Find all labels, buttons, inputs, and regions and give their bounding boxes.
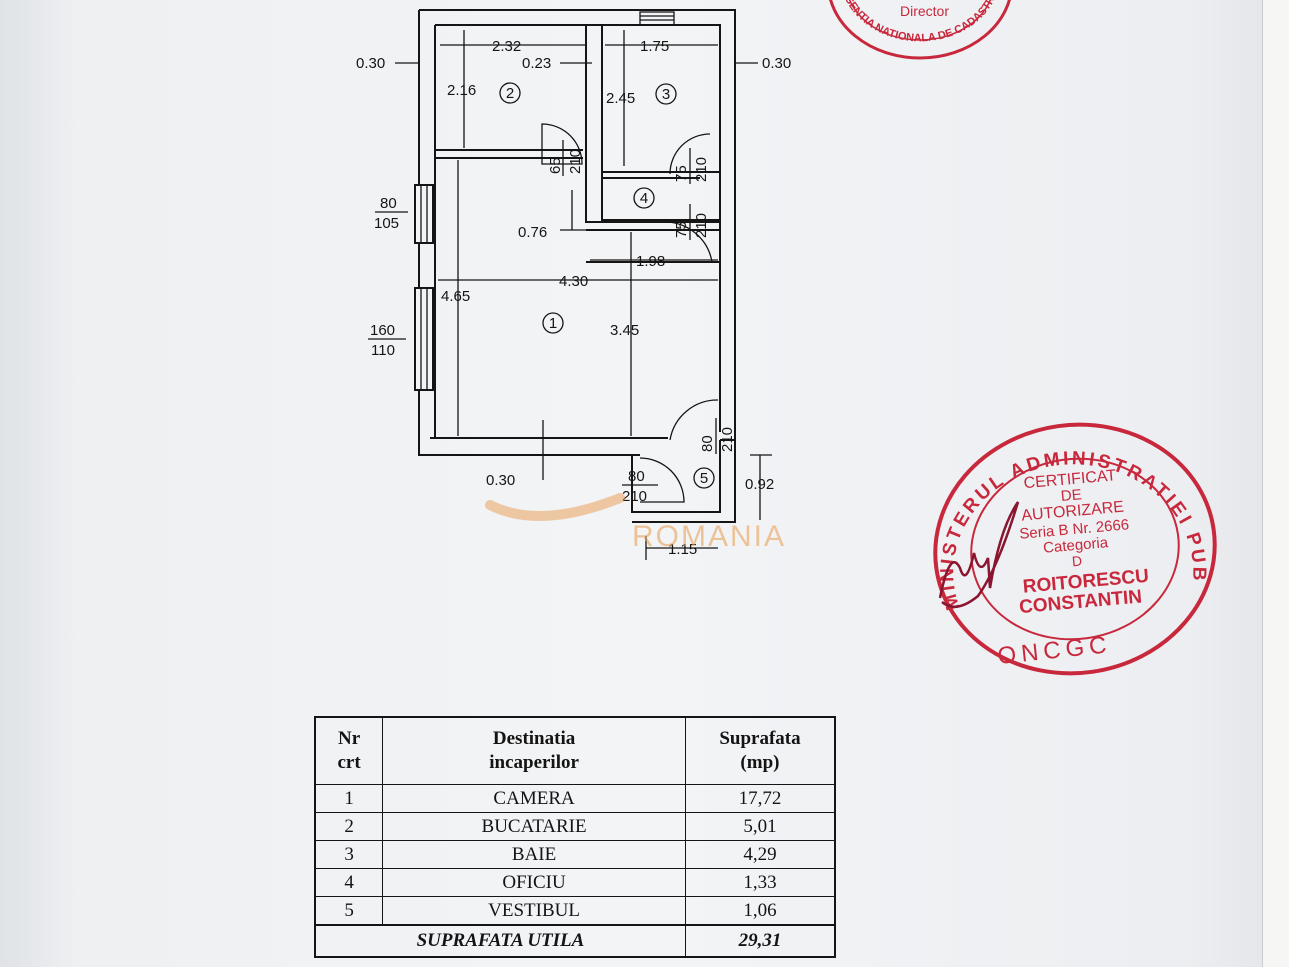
dim-bottom-wall: 0.30: [486, 472, 515, 489]
door-1-height: 210: [567, 149, 584, 174]
dim-room-inner-depth: 3.45: [610, 322, 639, 339]
room-marker-2: 2: [499, 82, 521, 104]
row-name: BAIE: [382, 840, 686, 869]
row-area: 17,72: [684, 784, 836, 813]
dim-vestibule-width: 1.15: [668, 541, 697, 558]
door-4-height: 210: [719, 427, 736, 452]
dim-vestibule-depth: 0.92: [745, 476, 774, 493]
stamp-line-categoria: Categoria: [1043, 534, 1110, 557]
room-marker-1: 1: [542, 312, 564, 334]
door-1-width: 65: [547, 157, 564, 174]
dim-inner-wall: 0.23: [522, 55, 551, 72]
svg-text:1: 1: [549, 315, 557, 332]
paper-edge: [1262, 0, 1289, 967]
dimension-lines: [395, 30, 772, 560]
kitchen-bottom-wall: [435, 149, 583, 159]
row-nr: 4: [314, 868, 384, 897]
dim-outer-right-wall: 0.30: [762, 55, 791, 72]
svg-text:2: 2: [506, 85, 514, 102]
watermark-logo: ROMANIA: [485, 493, 786, 553]
stamp-line-de: DE: [1060, 486, 1082, 505]
table-header-row: Nr crt Destinatia incaperilor Suprafata …: [314, 716, 836, 785]
dim-passage-offset: 0.76: [518, 224, 547, 241]
door-5-height: 210: [622, 488, 647, 505]
row-area: 4,29: [684, 840, 836, 869]
watermark-swoosh: [485, 493, 625, 521]
row-nr: 1: [314, 784, 384, 813]
signature: [938, 501, 1020, 609]
dim-room-width: 4.30: [559, 273, 588, 290]
door-room-exit: [669, 399, 719, 441]
room-marker-3: 3: [655, 83, 677, 105]
door-5-width: 80: [628, 468, 645, 485]
window-1-width: 80: [380, 195, 397, 212]
total-area: 29,31: [684, 924, 836, 958]
door-office: [663, 221, 713, 263]
svg-text:4: 4: [640, 190, 648, 207]
header-nr: Nr crt: [314, 716, 384, 785]
svg-text:5: 5: [700, 470, 708, 487]
stamp-top: AGENTIA NATIONALA DE CADASTRU SI PUBLICI…: [820, 0, 1011, 60]
row-nr: 5: [314, 896, 384, 926]
door-2-width: 75: [673, 165, 690, 182]
row-name: VESTIBUL: [382, 896, 686, 926]
window-bottom: [414, 287, 434, 391]
dim-bath-width: 1.75: [640, 38, 669, 55]
dim-room-depth: 4.65: [441, 288, 470, 305]
room-marker-5: 5: [693, 467, 715, 489]
dim-kitchen-width: 2.32: [492, 38, 521, 55]
bath-bottom-wall: [601, 168, 720, 179]
table-row: 3 BAIE 4,29: [314, 840, 836, 869]
kitchen-bath-wall: [585, 25, 720, 221]
door-2-height: 210: [693, 157, 710, 182]
row-nr: 2: [314, 812, 384, 841]
header-suprafata: Suprafata (mp): [684, 716, 836, 785]
door-4-width: 80: [699, 435, 716, 452]
stamp-top-title: Director: [900, 3, 949, 19]
dim-kitchen-depth: 2.16: [447, 82, 476, 99]
row-area: 1,33: [684, 868, 836, 897]
room-marker-4: 4: [633, 187, 655, 209]
window-1-height: 105: [374, 215, 399, 232]
door-kitchen: [541, 123, 583, 165]
vestibule-outer-wall: [632, 440, 736, 523]
table-row: 4 OFICIU 1,33: [314, 868, 836, 897]
table-row: 5 VESTIBUL 1,06: [314, 896, 836, 926]
authorization-stamp: MINISTERUL ADMINISTRATIEI PUBLICE ONCGC …: [930, 418, 1217, 676]
row-name: BUCATARIE: [382, 812, 686, 841]
row-area: 1,06: [684, 896, 836, 926]
window-2-height: 110: [371, 342, 395, 359]
row-area: 5,01: [684, 812, 836, 841]
window-top: [414, 184, 434, 244]
door-vestibule: [639, 457, 685, 503]
watermark-text: ROMANIA: [632, 520, 786, 553]
row-name: OFICIU: [382, 868, 686, 897]
door-3-width: 75: [673, 221, 690, 238]
vestibule-walls: [631, 440, 721, 513]
stamp-line-d: D: [1071, 553, 1082, 570]
table-total-row: SUPRAFATA UTILA 29,31: [314, 924, 836, 958]
area-table: Nr crt Destinatia incaperilor Suprafata …: [314, 716, 836, 958]
window-2-width: 160: [370, 322, 395, 339]
door-bath: [669, 133, 711, 175]
stamp-bottom-text: ONCGC: [996, 631, 1113, 670]
dim-office-width: 1.98: [636, 253, 665, 270]
table-row: 2 BUCATARIE 5,01: [314, 812, 836, 841]
dim-outer-left-wall: 0.30: [356, 55, 385, 72]
row-name: CAMERA: [382, 784, 686, 813]
table-row: 1 CAMERA 17,72: [314, 784, 836, 813]
floor-plan: 0.30 0.30 0.23 2.32 1.75 2.16 2.45 0.76 …: [356, 9, 791, 560]
row-nr: 3: [314, 840, 384, 869]
office-wall: [585, 168, 720, 223]
svg-text:3: 3: [662, 86, 670, 103]
dim-bath-depth: 2.45: [606, 90, 635, 107]
header-destinatia: Destinatia incaperilor: [382, 716, 686, 785]
total-label: SUPRAFATA UTILA: [314, 924, 686, 958]
door-3-height: 210: [693, 213, 710, 238]
vent-grille: [639, 11, 675, 26]
